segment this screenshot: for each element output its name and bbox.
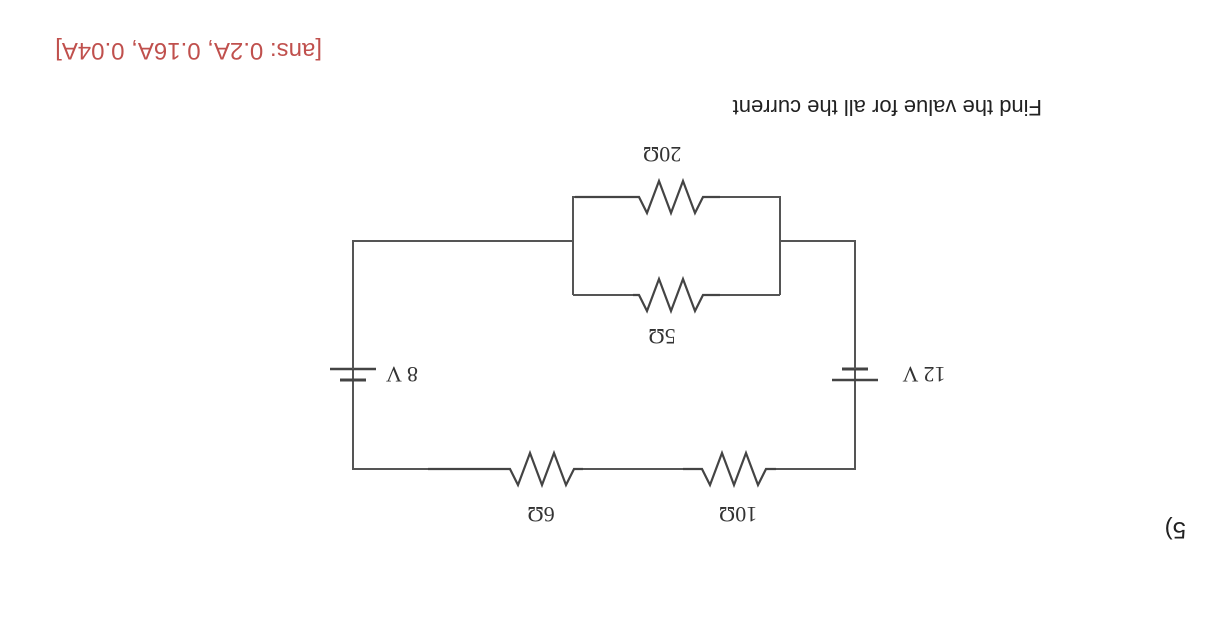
label-bat-left: 12 V (902, 362, 945, 387)
resistor-mid (633, 275, 720, 315)
label-r-top: 20Ω (643, 142, 681, 167)
label-bat-right: 8 V (386, 362, 418, 387)
resistor-bottom-right (428, 449, 583, 489)
wire-left-upper (780, 240, 856, 394)
resistor-top (575, 177, 720, 217)
wire-parallel-right (572, 196, 575, 295)
wire-bottom-left (776, 394, 856, 470)
wire-bottom-right (352, 394, 428, 470)
resistor-bottom-left (683, 449, 776, 489)
label-r-bottom-right: 6Ω (527, 502, 554, 527)
wire-parallel-left (720, 196, 781, 295)
label-r-bottom-left: 10Ω (719, 502, 757, 527)
label-r-mid: 5Ω (648, 324, 675, 349)
